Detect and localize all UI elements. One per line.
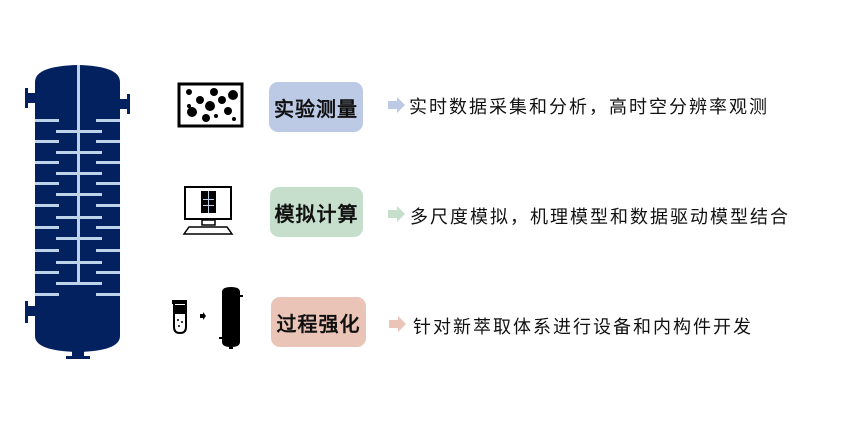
wall-baffle [96, 182, 120, 185]
wall-baffle [96, 140, 120, 143]
wall-baffle [96, 293, 120, 296]
label-box-intensification: 过程强化 [271, 297, 366, 347]
disc-baffle [56, 216, 102, 219]
wall-baffle [96, 204, 120, 207]
computer-monitor-icon [182, 186, 234, 235]
wall-baffle [96, 271, 120, 274]
wall-baffle [35, 293, 59, 296]
bubbles-icon [177, 82, 244, 128]
disc-baffle [56, 193, 102, 196]
column-baffles [35, 65, 120, 296]
test-tube-to-column-icon [172, 287, 243, 349]
arrow-right-icon [388, 206, 405, 222]
label-box-experiment: 实验测量 [269, 82, 363, 132]
wall-baffle [96, 249, 120, 252]
wall-baffle [35, 204, 59, 207]
disc-baffle [56, 151, 102, 154]
description-simulation: 多尺度模拟，机理模型和数据驱动模型结合 [410, 207, 790, 228]
arrow-right-icon [388, 97, 405, 113]
wall-baffle [35, 119, 59, 122]
arrow-right-icon [389, 316, 406, 332]
disc-baffle [56, 130, 102, 133]
wall-baffle [35, 161, 59, 164]
wall-baffle [35, 140, 59, 143]
wall-baffle [35, 226, 59, 229]
disc-baffle [56, 282, 102, 285]
description-experiment: 实时数据采集和分析，高时空分辨率观测 [409, 97, 769, 118]
wall-baffle [96, 119, 120, 122]
description-intensification: 针对新萃取体系进行设备和内构件开发 [413, 317, 753, 338]
wall-baffle [35, 182, 59, 185]
wall-baffle [35, 271, 59, 274]
wall-baffle [35, 249, 59, 252]
wall-baffle [96, 161, 120, 164]
disc-baffle [56, 237, 102, 240]
wall-baffle [96, 226, 120, 229]
disc-baffle [56, 172, 102, 175]
disc-baffle [56, 261, 102, 264]
label-box-simulation: 模拟计算 [270, 187, 363, 237]
